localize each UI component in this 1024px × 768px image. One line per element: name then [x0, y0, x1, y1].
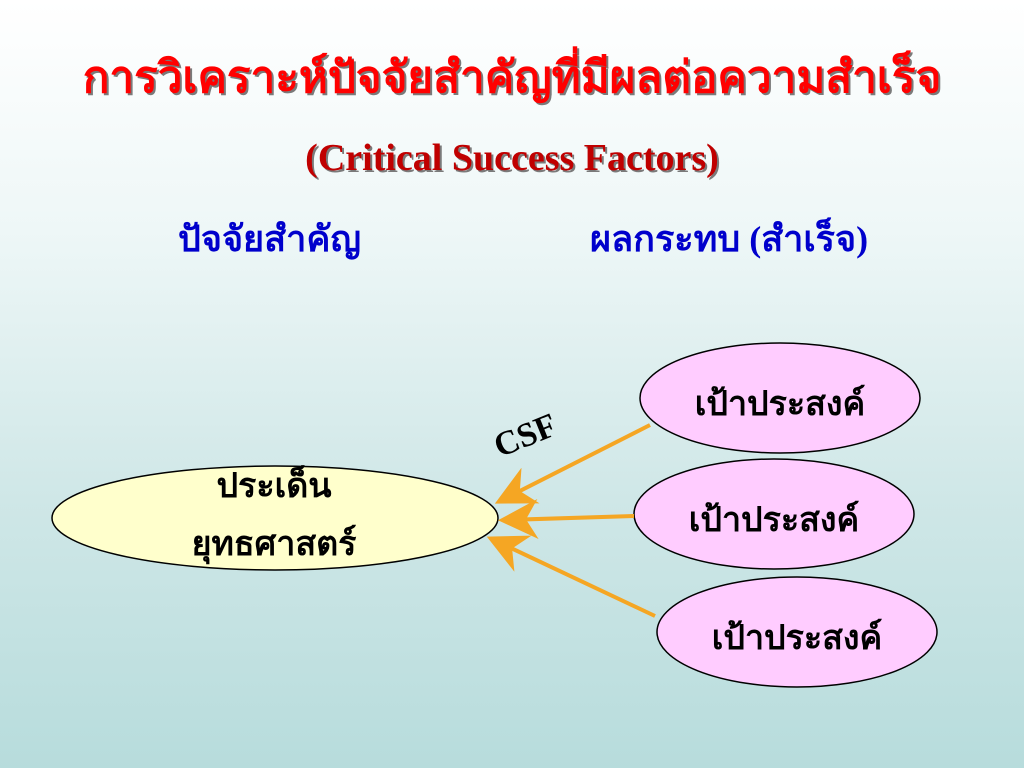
target-node-2 — [633, 458, 915, 570]
slide-title-english: (Critical Success Factors) — [305, 137, 719, 179]
source-label-line-2: ยุทธศาสตร์ — [191, 526, 357, 563]
arrow-1 — [494, 423, 651, 504]
target-node-2-label: เป้าประสงค์ — [688, 502, 860, 539]
arrow-2 — [498, 499, 635, 539]
target-node-3-label: เป้าประสงค์ — [711, 620, 883, 657]
source-node-label: ประเด็น ยุทธศาสตร์ — [52, 458, 496, 574]
target-node-1 — [639, 342, 921, 454]
target-node-1-label: เป้าประสงค์ — [694, 386, 866, 423]
source-node — [51, 465, 499, 571]
arrow-3 — [486, 535, 656, 618]
source-label-line-1: ประเด็น — [216, 468, 332, 505]
target-node-3 — [656, 576, 938, 688]
slide-title-thai: การวิเคราะห์ปัจจัยสำคัญที่มีผลต่อความสำเ… — [82, 53, 942, 102]
column-heading-factors: ปัจจัยสำคัญ — [178, 219, 362, 259]
column-heading-impact: ผลกระทบ (สำเร็จ) — [590, 219, 869, 259]
